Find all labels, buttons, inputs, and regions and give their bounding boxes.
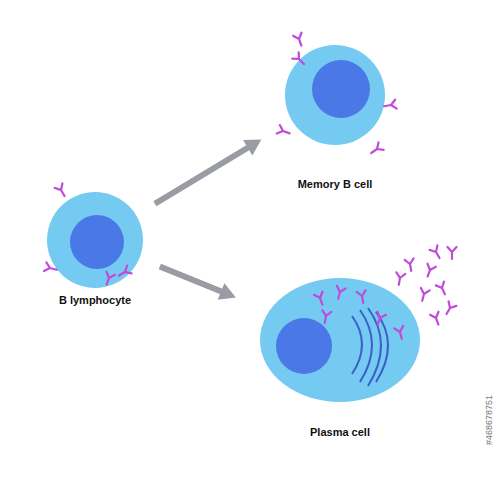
cell-label: Memory B cell: [298, 178, 373, 190]
cell-drawing: [260, 278, 420, 402]
arrow-connector: [160, 266, 236, 299]
cell-node: Memory B cell: [285, 45, 385, 145]
watermark-number: #468678751: [484, 395, 494, 445]
cell-label: Plasma cell: [310, 426, 370, 438]
cell-node: Plasma cell: [260, 278, 420, 402]
arrow-connector: [155, 139, 261, 203]
cell-drawing: [47, 192, 143, 288]
cell-drawing: [285, 45, 385, 145]
cell-label: B lymphocyte: [59, 294, 131, 306]
cell-node: B lymphocyte: [47, 192, 143, 288]
